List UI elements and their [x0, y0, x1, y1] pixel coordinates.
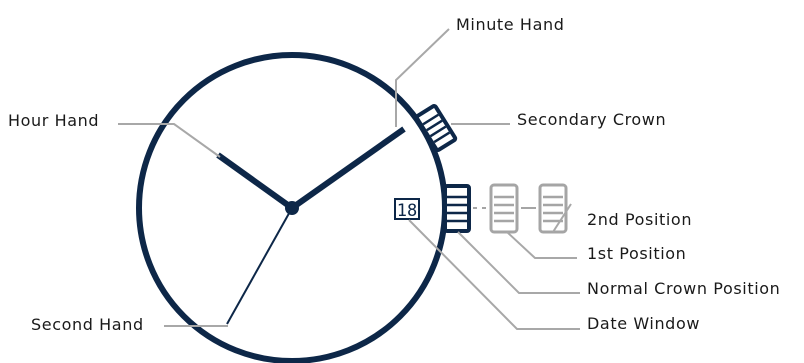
- center-pivot: [285, 201, 299, 215]
- minute-hand: [290, 126, 406, 211]
- label-normal-crown-position: Normal Crown Position: [587, 279, 780, 298]
- leader-minute-hand: [395, 28, 450, 127]
- label-secondary-crown: Secondary Crown: [517, 110, 666, 129]
- leader-hour-hand: [118, 123, 221, 158]
- label-hour-hand: Hour Hand: [8, 111, 99, 130]
- label-second-position: 2nd Position: [587, 210, 692, 229]
- label-date-window: Date Window: [587, 314, 700, 333]
- second-position-crown: [538, 183, 568, 234]
- label-first-position: 1st Position: [587, 244, 686, 263]
- leader-date-window: [408, 219, 580, 330]
- leader-first-position: [506, 231, 577, 259]
- label-minute-hand: Minute Hand: [456, 15, 564, 34]
- hour-hand: [216, 152, 294, 211]
- secondary-crown: [414, 103, 458, 153]
- first-position-crown: [489, 183, 519, 234]
- label-second-hand: Second Hand: [31, 315, 144, 334]
- leader-normal-crown: [457, 231, 580, 294]
- second-hand: [226, 207, 293, 325]
- normal-crown: [443, 184, 471, 233]
- leader-second-position: [552, 203, 572, 233]
- date-window: 18: [394, 198, 420, 221]
- date-window-number: 18: [397, 201, 417, 221]
